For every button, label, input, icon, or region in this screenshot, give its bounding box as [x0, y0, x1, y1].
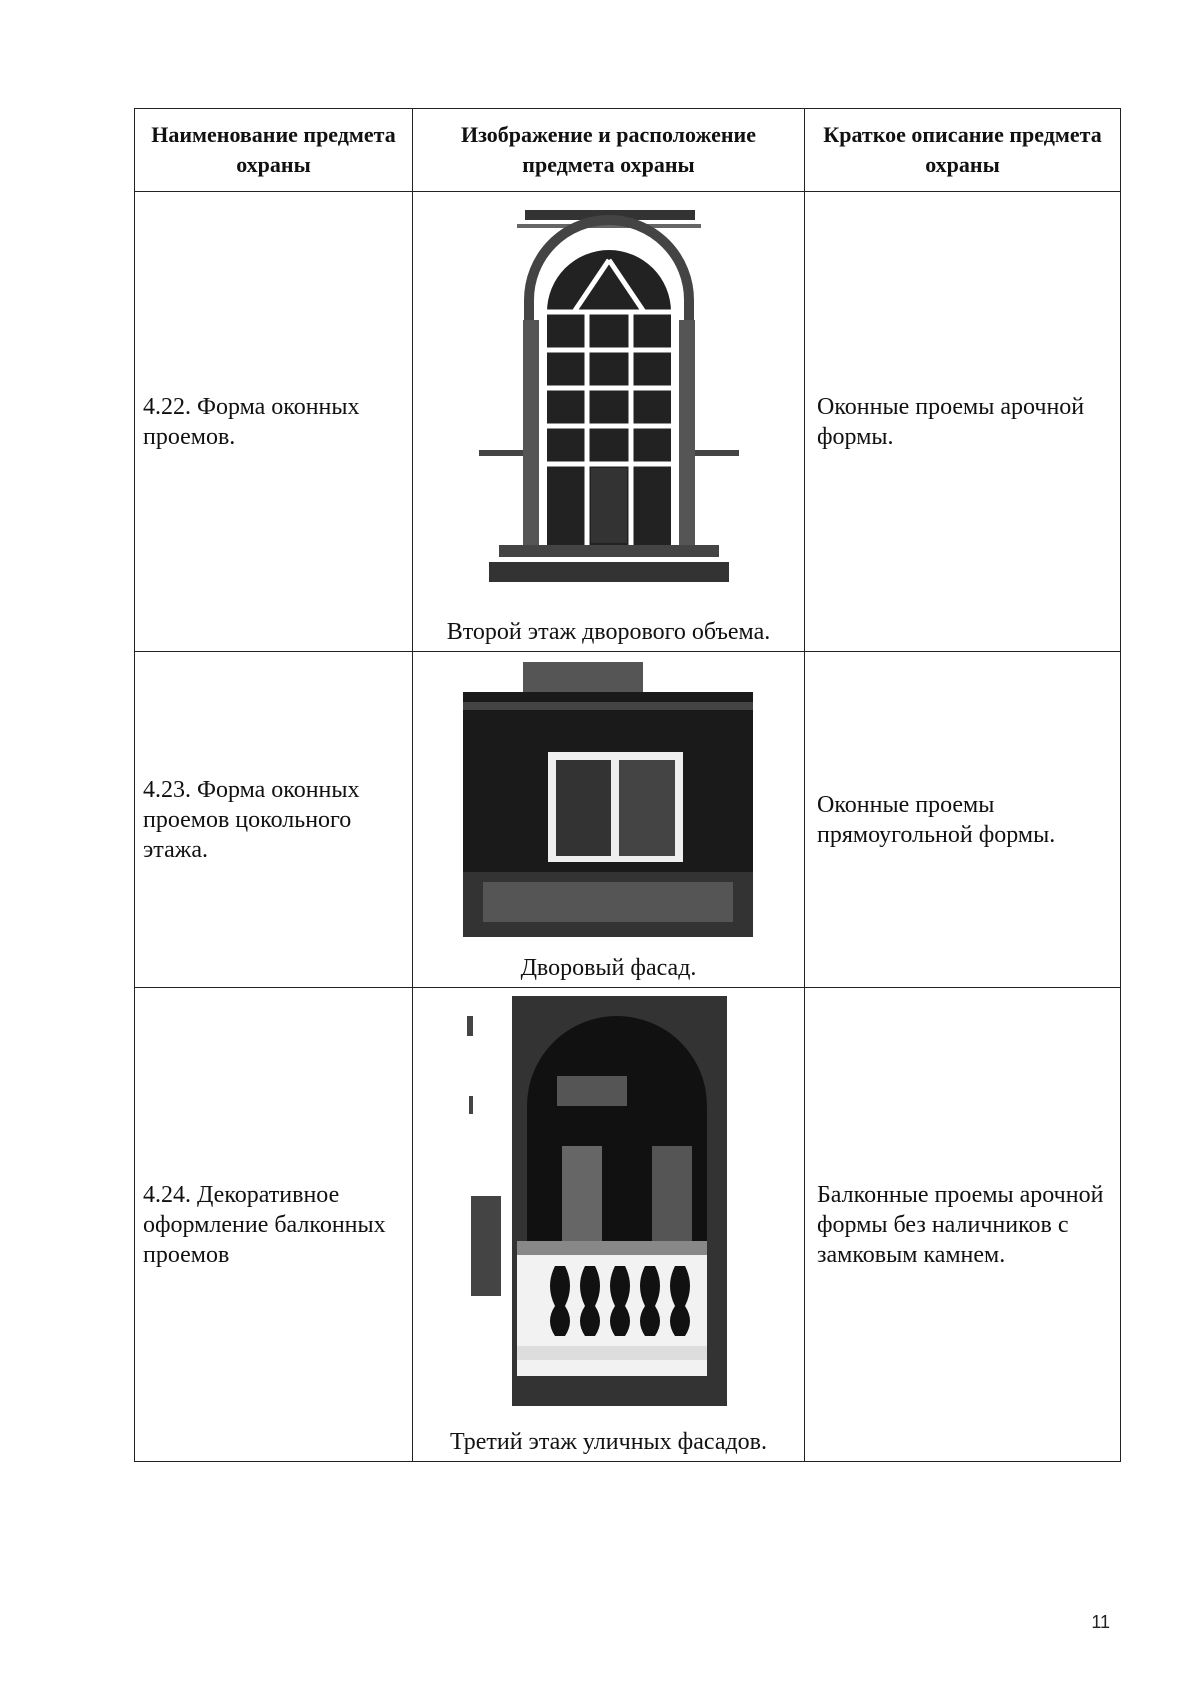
table-row: 4.23. Форма оконных проемов цокольного э…: [134, 651, 1121, 988]
item-name: 4.24. Декоративное оформление балконных …: [134, 987, 413, 1462]
arched-balcony-photo: [457, 996, 757, 1406]
item-description: Балконные проемы арочной формы без налич…: [804, 987, 1121, 1462]
table-row: 4.24. Декоративное оформление балконных …: [134, 987, 1121, 1462]
item-description: Оконные проемы арочной формы.: [804, 191, 1121, 652]
item-name: 4.23. Форма оконных проемов цокольного э…: [134, 651, 413, 988]
item-image-cell: Третий этаж уличных фасадов.: [412, 987, 805, 1462]
page-number: 11: [1091, 1612, 1110, 1632]
item-image-cell: Дворовый фасад.: [412, 651, 805, 988]
header-name: Наименование предмета охраны: [134, 108, 413, 192]
table-header-row: Наименование предмета охраны Изображение…: [134, 108, 1121, 192]
item-caption: Дворовый фасад.: [520, 955, 697, 981]
item-description: Оконные проемы прямоугольной формы.: [804, 651, 1121, 988]
arched-window-photo: [479, 200, 739, 600]
item-caption: Третий этаж уличных фасадов.: [449, 1429, 768, 1455]
protection-objects-table: Наименование предмета охраны Изображение…: [134, 108, 1121, 1462]
item-image-cell: Второй этаж дворового объема.: [412, 191, 805, 652]
table-row: 4.22. Форма оконных проемов.: [134, 191, 1121, 652]
item-caption: Второй этаж дворового объема.: [446, 619, 771, 645]
header-image: Изображение и расположение предмета охра…: [412, 108, 805, 192]
item-name: 4.22. Форма оконных проемов.: [134, 191, 413, 652]
header-description: Краткое описание предмета охраны: [804, 108, 1121, 192]
rectangular-window-photo: [463, 662, 753, 937]
